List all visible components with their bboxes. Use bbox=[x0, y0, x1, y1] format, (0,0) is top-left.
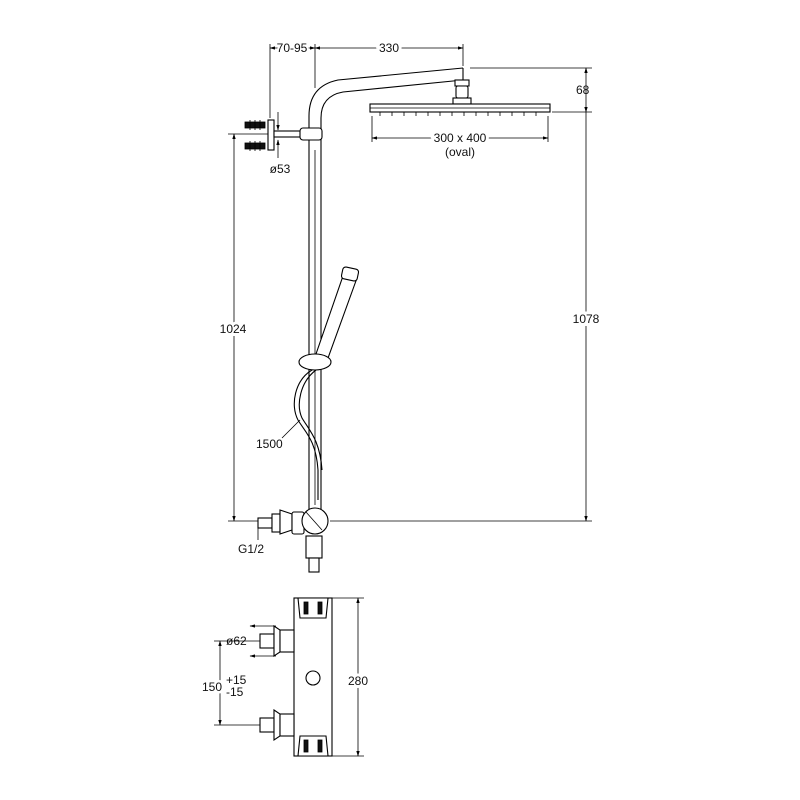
head-size-note: (oval) bbox=[445, 145, 475, 159]
total-height-label: 1078 bbox=[573, 312, 600, 326]
hand-shower bbox=[293, 266, 360, 500]
head-size-label: 300 x 400 bbox=[434, 131, 487, 145]
shower-hose bbox=[293, 369, 319, 500]
dim-hose-length: 1500 bbox=[256, 419, 301, 451]
dim-wall-offset: 70-95 bbox=[269, 39, 316, 118]
wall-plug-icon bbox=[244, 120, 266, 130]
diverter-unit bbox=[257, 507, 329, 573]
arm-length-label: 330 bbox=[379, 41, 399, 55]
centres-label: 150 bbox=[202, 680, 222, 694]
thread-label: G1/2 bbox=[238, 542, 264, 556]
dim-bar-height: 1024 bbox=[217, 133, 268, 522]
shower-head-nozzles bbox=[379, 112, 537, 116]
lower-connector bbox=[259, 708, 295, 742]
head-height-label: 68 bbox=[576, 83, 590, 97]
shower-arm bbox=[308, 67, 464, 134]
thermostatic-valve bbox=[259, 597, 333, 757]
hose-length-label: 1500 bbox=[256, 437, 283, 451]
valve-top-handle bbox=[297, 597, 329, 619]
dim-valve-height: 280 bbox=[332, 597, 371, 757]
dim-total-height: 1078 bbox=[330, 112, 603, 522]
wall-plug-icon bbox=[244, 141, 266, 151]
hand-shower-holder bbox=[298, 353, 332, 371]
wall-offset-label: 70-95 bbox=[277, 41, 308, 55]
dim-bracket-diameter: ø53 bbox=[270, 112, 291, 176]
centres-tol-plus: +15 bbox=[226, 673, 247, 687]
wall-bracket bbox=[244, 119, 323, 151]
valve-button bbox=[305, 670, 321, 686]
valve-height-label: 280 bbox=[348, 674, 368, 688]
diverter-knob bbox=[301, 507, 329, 535]
dim-head-size: 300 x 400 (oval) bbox=[371, 116, 549, 159]
centres-tol-minus: -15 bbox=[226, 685, 244, 699]
dim-centres: 150 +15 -15 bbox=[200, 640, 260, 726]
dim-head-height: 68 bbox=[470, 67, 592, 113]
bar-height-label: 1024 bbox=[220, 322, 247, 336]
shower-column bbox=[244, 67, 551, 573]
upper-connector bbox=[259, 624, 295, 658]
dim-thread: G1/2 bbox=[238, 521, 264, 556]
head-connector bbox=[454, 79, 470, 87]
riser-pipe bbox=[308, 134, 322, 512]
bracket-diameter-label: ø53 bbox=[270, 162, 291, 176]
valve-bottom-handle bbox=[297, 735, 329, 757]
dim-arm-length: 330 bbox=[314, 38, 464, 66]
